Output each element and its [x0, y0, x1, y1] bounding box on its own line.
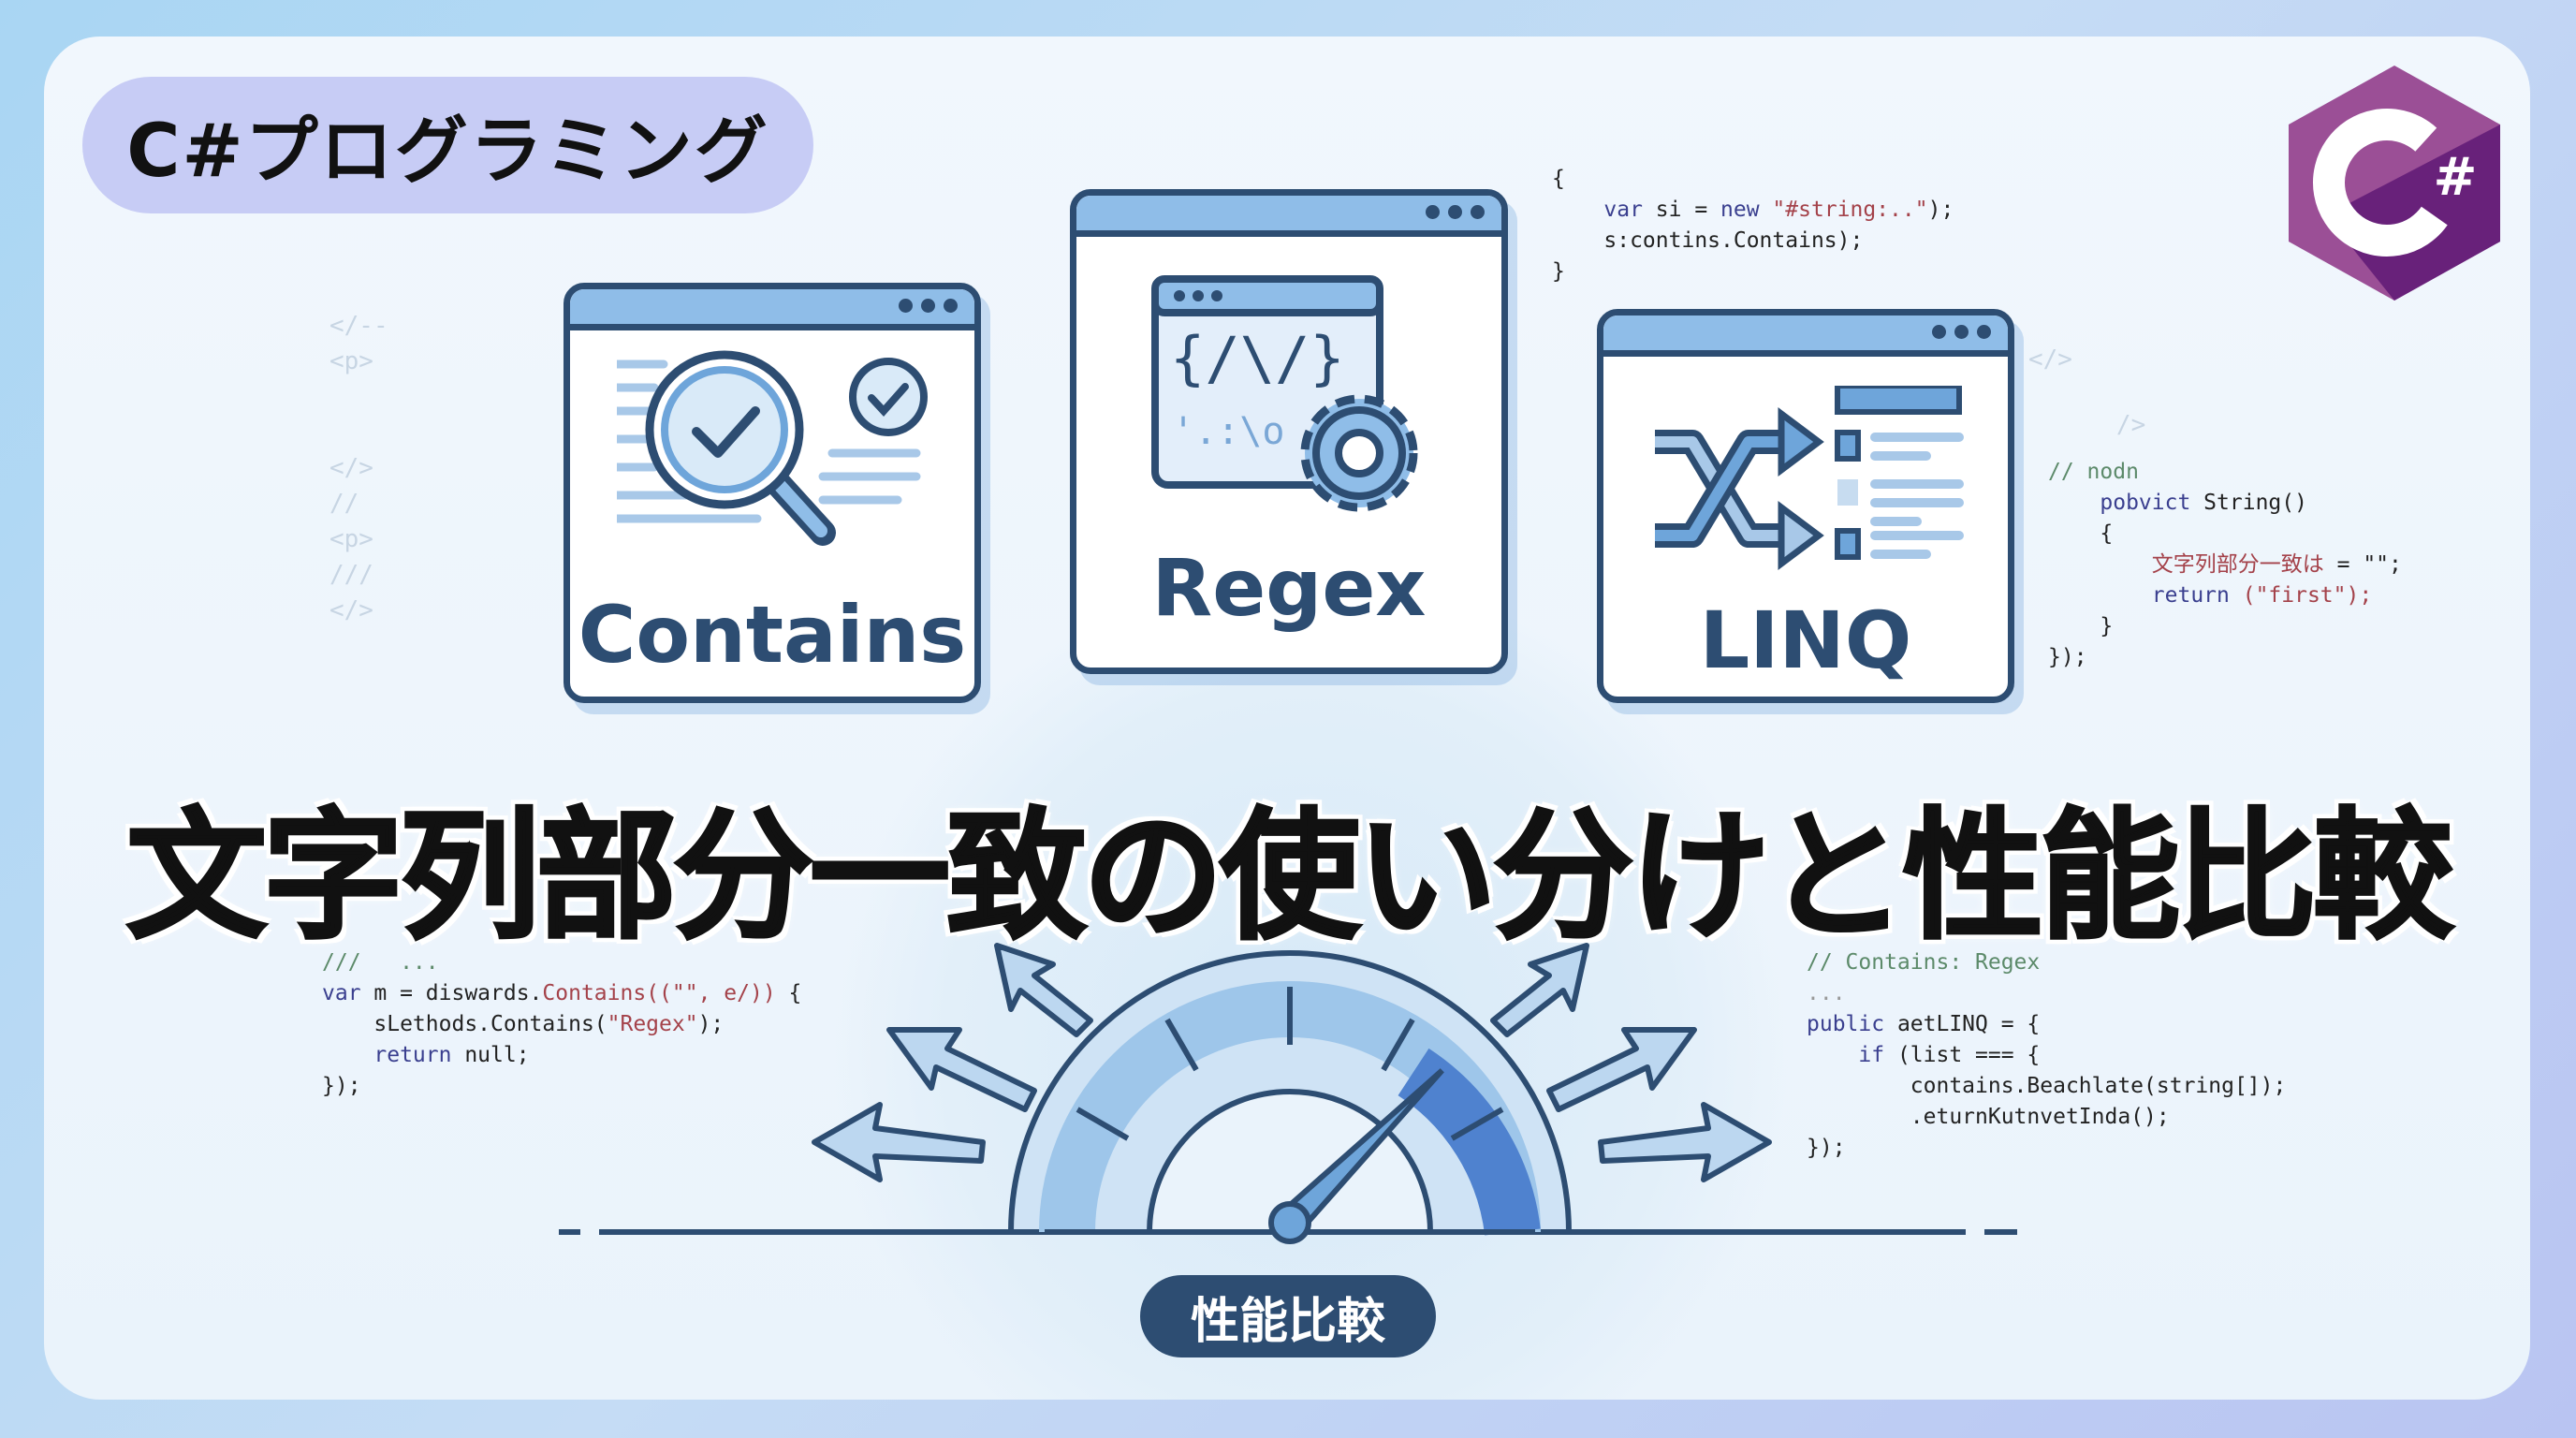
contains-label: Contains: [578, 589, 967, 681]
code-snippet-bottom-left: /// ... var m = diswards.Contains(("", e…: [322, 947, 801, 1102]
faint-line: //: [329, 490, 359, 518]
faint-line: ///: [329, 561, 373, 589]
speedometer-gauge-icon: [559, 943, 2017, 1244]
window-dots-icon: [899, 299, 958, 313]
faint-line: <p>: [329, 525, 373, 553]
code-token: "Regex": [607, 1012, 698, 1036]
contains-window: Contains: [564, 283, 981, 703]
window-titlebar: [1603, 315, 2008, 357]
code-line: }: [1552, 259, 1565, 284]
code-token: m = diswards.: [360, 981, 543, 1005]
code-token: );: [697, 1012, 724, 1036]
code-line: contains.Beachlate(string[]);: [1807, 1074, 2287, 1098]
category-badge: C#プログラミング: [82, 77, 813, 213]
svg-text:#: #: [2434, 147, 2478, 208]
code-token: = "";: [2323, 552, 2402, 577]
code-line: });: [322, 1074, 361, 1098]
code-token: aetLINQ = {: [1884, 1012, 2041, 1036]
window-titlebar: [570, 289, 974, 330]
code-token: var: [322, 981, 361, 1005]
code-token: return: [322, 1043, 452, 1067]
code-line: // nodn: [2048, 460, 2139, 484]
faint-line: </>: [329, 454, 373, 482]
code-token: pobvict: [2100, 491, 2191, 515]
code-token: new: [1720, 198, 1760, 222]
code-token: String(): [2190, 491, 2307, 515]
code-line: {: [1552, 167, 1565, 191]
code-line: });: [1807, 1136, 1846, 1160]
code-line: // Contains: Regex: [1807, 950, 2041, 975]
regex-label: Regex: [1151, 542, 1427, 634]
code-token: si =: [1642, 198, 1721, 222]
faint-code-left: </-- <p> </> // <p> /// </>: [329, 308, 388, 628]
gauge-tick: [1076, 1107, 1130, 1141]
code-token: (list === {: [1884, 1043, 2041, 1067]
faint-line: </>: [329, 596, 373, 624]
code-line: .eturnKutnvetInda();: [1807, 1105, 2170, 1129]
code-snippet-right: // nodn pobvict String() { 文字列部分一致は = ""…: [2048, 457, 2402, 673]
window-titlebar: [1076, 196, 1501, 237]
code-line: });: [2048, 645, 2087, 669]
faint-code-right: </> />: [2028, 327, 2145, 458]
code-token: {: [775, 981, 802, 1005]
gauge-tick: [1164, 1018, 1199, 1072]
magnifier-check-icon: [617, 350, 928, 546]
regex-window: {/\/} '.:\o Regex: [1070, 189, 1508, 674]
shuffle-list-icon: [1655, 386, 1964, 570]
code-token: 文字列部分一致は: [2151, 552, 2324, 577]
window-dots-icon: [1932, 325, 1991, 339]
svg-text:'.:\o: '.:\o: [1172, 410, 1284, 453]
code-token: ("first");: [2229, 583, 2373, 608]
faint-line: </--: [329, 312, 388, 340]
code-token: "#string:..": [1759, 198, 1928, 222]
gauge-ticks: [1045, 987, 1535, 1235]
speed-arrow-icons: [812, 943, 1772, 1182]
svg-text:{/\/}: {/\/}: [1170, 324, 1345, 392]
faint-line: />: [2115, 411, 2146, 439]
code-line: {: [2100, 521, 2114, 546]
window-dots-icon: [1426, 205, 1485, 219]
linq-label: LINQ: [1699, 594, 1912, 686]
faint-line: </>: [2028, 345, 2072, 374]
faint-line: <p>: [329, 347, 373, 375]
main-title: 文字列部分一致の使い分けと性能比較: [124, 795, 2454, 961]
code-line: }: [2100, 614, 2114, 638]
code-token: Contains(("", e/)): [542, 981, 776, 1005]
code-token: null;: [451, 1043, 530, 1067]
code-snippet-bottom-right: // Contains: Regex ... public aetLINQ = …: [1807, 947, 2286, 1164]
code-line: /// ...: [322, 950, 439, 975]
gauge-needle: [1268, 1068, 1444, 1244]
code-token: if: [1807, 1043, 1885, 1067]
code-token: public: [1807, 1012, 1885, 1036]
code-token: sLethods.Contains(: [322, 1012, 607, 1036]
linq-window: LINQ: [1597, 309, 2014, 703]
csharp-logo-icon: #: [2289, 66, 2500, 301]
code-token: return: [2151, 583, 2230, 608]
performance-comparison-badge: 性能比較: [1140, 1275, 1436, 1357]
gauge-tick: [1450, 1107, 1504, 1141]
code-line: s:contins.Contains);: [1603, 228, 1864, 253]
code-line: ...: [1807, 981, 1846, 1005]
gauge-tick: [1381, 1018, 1415, 1072]
code-snippet-top: { var si = new "#string:.."); s:contins.…: [1552, 164, 1954, 287]
code-token: var: [1603, 198, 1643, 222]
regex-gear-icon: {/\/} '.:\o: [1151, 275, 1418, 512]
code-token: );: [1927, 198, 1954, 222]
